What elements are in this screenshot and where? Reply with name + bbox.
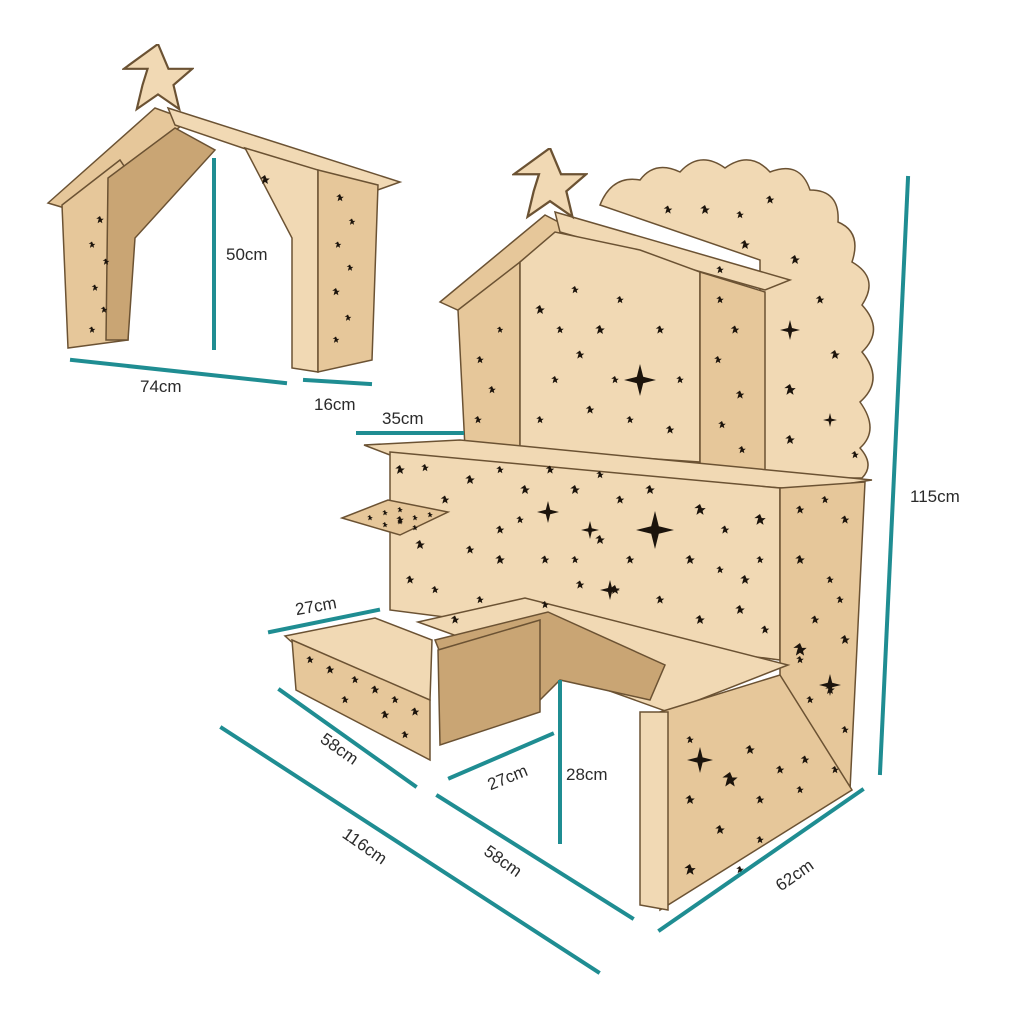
desk-front-leg — [639, 711, 669, 911]
dim-line-total-height — [877, 175, 911, 776]
label-side-depth: 62cm — [772, 856, 817, 895]
dim-line-small-depth — [302, 377, 373, 387]
side-bench-front — [291, 638, 431, 762]
label-desk-height: 28cm — [566, 765, 608, 784]
scalloped-back-board — [599, 159, 875, 479]
label-shelf-depth: 35cm — [382, 409, 424, 428]
dim-line-front-length — [435, 793, 635, 921]
label-small-height: 50cm — [226, 245, 268, 264]
label-total-height: 115cm — [910, 487, 960, 506]
desk-cubby — [437, 618, 541, 747]
small-arch-right-leg — [243, 146, 319, 373]
label-side-shelf-depth: 27cm — [294, 593, 338, 619]
house-roof-right — [553, 210, 793, 291]
main-unit — [283, 148, 875, 912]
house-right-front — [699, 270, 766, 473]
small-arch-star-topper — [122, 44, 194, 111]
dim-line-side-depth — [657, 787, 865, 933]
label-small-width: 74cm — [140, 377, 182, 396]
small-arch-unit — [46, 44, 403, 373]
dimension-lines — [69, 158, 911, 975]
house-back-wall — [519, 231, 701, 463]
dim-line-desk-depth — [447, 731, 555, 781]
label-desk-depth: 27cm — [485, 761, 531, 794]
dim-line-side-length — [277, 687, 418, 789]
dim-line-small-width — [69, 357, 288, 386]
dim-line-total-width — [219, 725, 601, 975]
peg-shelf — [339, 499, 451, 536]
label-small-depth: 16cm — [314, 395, 356, 414]
small-arch-inner-left — [105, 127, 217, 341]
small-arch-right-side — [317, 169, 379, 373]
dim-line-side-shelf-depth — [267, 607, 381, 635]
label-side-length: 58cm — [317, 729, 362, 768]
main-star-topper — [512, 148, 588, 219]
